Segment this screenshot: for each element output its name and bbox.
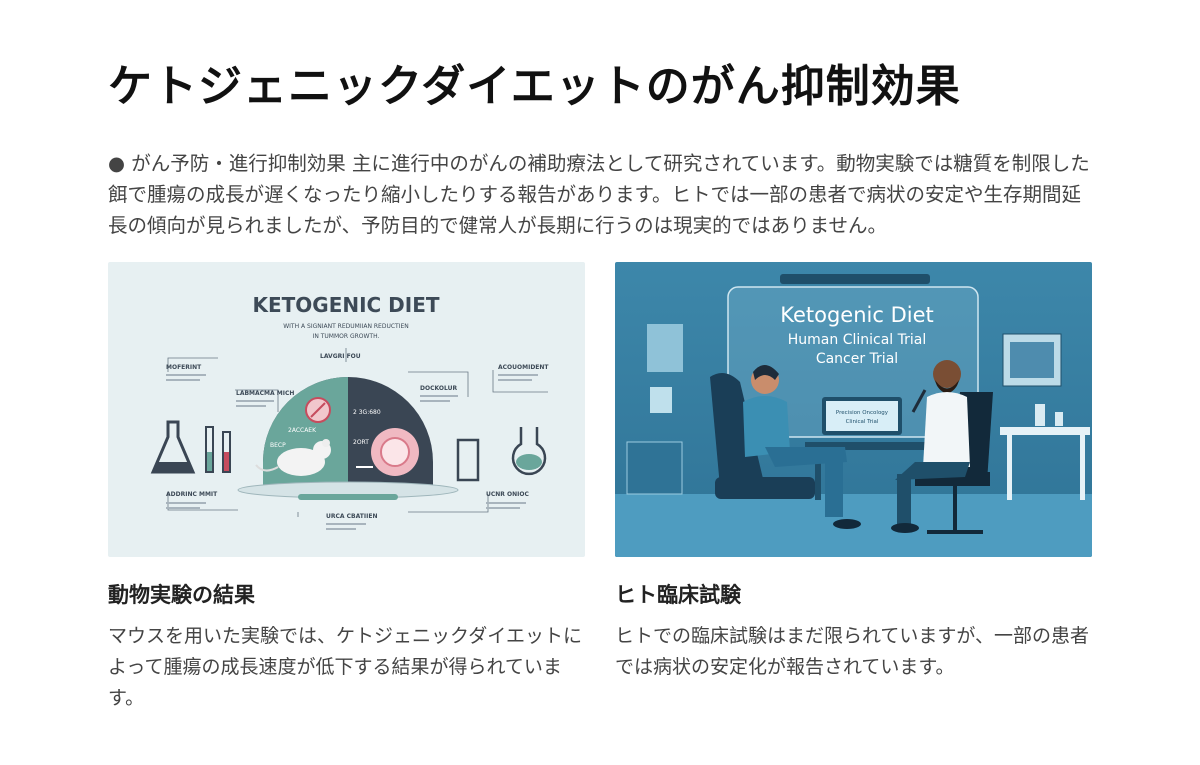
animal-study-body: マウスを用いた実験では、ケトジェニックダイエットによって腫瘍の成長速度が低下する… <box>108 625 583 709</box>
mid-label-right: 2 3G:680 <box>353 409 381 416</box>
infographic-title: KETOGENIC DIET <box>252 293 439 317</box>
monitor-line-2: Clinical Trial <box>846 419 879 425</box>
mid-label-left-2: BECP <box>270 442 286 449</box>
animal-study-card: KETOGENIC DIET WITH A SIGNIANT REDUMIIAN… <box>108 262 585 714</box>
infographic-subtitle-1: WITH A SIGNIANT REDUMIIAN REDUCTIEN <box>283 323 409 330</box>
label-bottom-right: UCNR ONIOC <box>486 491 529 498</box>
label-left-2: LABMACMA MICH <box>236 390 294 397</box>
human-trial-body: ヒトでの臨床試験はまだ限られていますが、一部の患者では病状の安定化が報告されてい… <box>615 625 1090 678</box>
human-trial-heading: ヒト臨床試験 <box>615 583 741 607</box>
clinical-trial-image: Ketogenic Diet Human Clinical Trial Canc… <box>615 262 1092 557</box>
ketogenic-infographic-image: KETOGENIC DIET WITH A SIGNIANT REDUMIIAN… <box>108 262 585 557</box>
mid-label-right-2: 2ORT <box>353 439 369 446</box>
animal-study-heading: 動物実験の結果 <box>108 583 255 607</box>
screen-title: Ketogenic Diet <box>780 303 934 327</box>
screen-line-2: Human Clinical Trial <box>788 332 926 348</box>
label-left-1: MOFERINT <box>166 364 202 371</box>
screen-line-3: Cancer Trial <box>816 351 898 367</box>
label-bottom-left: ADDRINC MMIT <box>166 491 218 498</box>
human-trial-card: Ketogenic Diet Human Clinical Trial Canc… <box>615 262 1092 683</box>
infographic-subtitle-2: IN TUMMOR GROWTH. <box>313 333 380 340</box>
intro-paragraph: ● がん予防・進行抑制効果 主に進行中のがんの補助療法として研究されています。動… <box>108 152 1090 237</box>
monitor-line-1: Precision Oncology <box>836 410 889 416</box>
label-bottom-center: URCA CBATIIEN <box>326 513 377 520</box>
page-title: ケトジェニックダイエットのがん抑制効果 <box>108 61 961 112</box>
label-right-1: ACOUOMIDENT <box>498 364 549 371</box>
label-top-center: LAVGRI FOU <box>320 353 361 360</box>
label-right-2: DOCKOLUR <box>420 385 457 392</box>
mid-label-left: 2ACCAEK <box>288 427 317 434</box>
